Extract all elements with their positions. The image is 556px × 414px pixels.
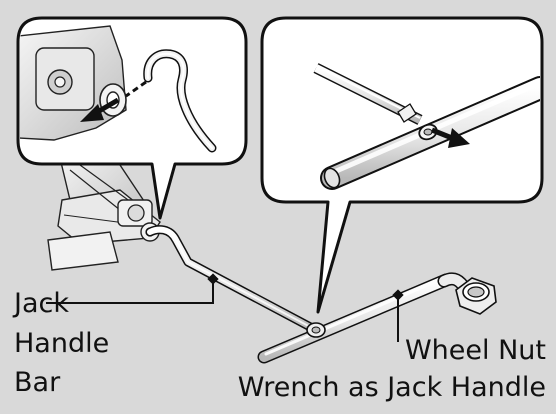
leader-markers (207, 273, 404, 301)
jack-handle-hook (143, 49, 217, 153)
jack-eyelet (99, 83, 127, 117)
wrench-marker (392, 289, 404, 301)
engage-dash (125, 80, 147, 98)
wrench-socket (455, 277, 497, 315)
pull-arrow-detail (431, 127, 470, 148)
wheel-nut-wrench (257, 272, 497, 364)
scissor-jack (47, 149, 161, 271)
wheel-nut-wrench-label-line-2: Wrench as Jack Handle (237, 372, 546, 403)
jack-handle-bar-label-line-1: Jack (14, 288, 69, 319)
coupling-joint (306, 322, 326, 338)
jack-handle-bar-label-line-2: Handle (14, 328, 110, 359)
left-callout (16, 16, 248, 220)
wheel-nut-wrench-label-line-1: Wheel Nut (404, 335, 546, 366)
right-callout (260, 16, 544, 314)
wrench-leader (397, 295, 399, 342)
pull-arrow (80, 97, 120, 122)
jack-handle-bar-leader (46, 279, 214, 304)
handle-bar-detail (313, 63, 423, 125)
jack-handle-bar-marker (207, 273, 219, 285)
jack-handle-bar-label-line-3: Bar (14, 367, 61, 398)
jack-handle-bar (145, 225, 321, 335)
leader-lines (46, 279, 399, 342)
